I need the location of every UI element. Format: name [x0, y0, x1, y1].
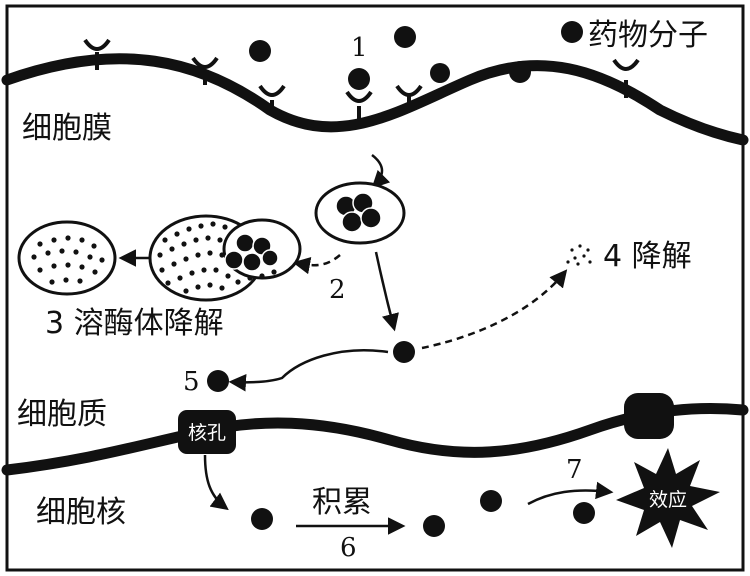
step-6-label: 6	[340, 533, 357, 563]
pore-drug	[207, 370, 229, 392]
receptor-6	[612, 58, 640, 98]
nuclear-drug	[423, 515, 445, 537]
drug-molecule	[394, 26, 416, 48]
step-7-label: 7	[566, 455, 583, 485]
effect-label: 效应	[649, 489, 687, 511]
nucleus-label: 细胞核	[36, 495, 126, 530]
nuclear-pore	[178, 410, 236, 454]
to-pore-arrow	[228, 348, 389, 392]
drug-molecule	[249, 40, 271, 62]
receptor-3	[258, 84, 286, 116]
membrane-label: 细胞膜	[22, 111, 112, 146]
pore-label: 核孔	[188, 422, 226, 444]
receptor-5	[395, 84, 423, 110]
into-nucleus-arrow	[203, 454, 229, 511]
receptor-1	[83, 38, 111, 70]
degraded-lysosome	[17, 220, 117, 296]
release-arrow	[374, 251, 399, 332]
effect-burst	[616, 448, 720, 548]
nuclear-pore-right	[624, 393, 674, 439]
lysosome-fused	[148, 214, 302, 302]
cytosol-drug	[393, 341, 415, 363]
effect-arrow	[527, 481, 614, 506]
nuclear-drug	[251, 508, 273, 530]
degraded-fragments	[566, 244, 592, 266]
endocytosis-arrow	[371, 154, 391, 189]
cell-membrane	[1, 53, 749, 146]
nuclear-drug	[573, 502, 595, 524]
receptor-4	[345, 90, 373, 122]
nuclear-drug	[480, 490, 502, 512]
drug-molecule	[509, 61, 531, 83]
step-2-label: 2	[329, 275, 346, 305]
drug-molecule-legend	[561, 21, 583, 43]
to-lysosome-arrow	[292, 254, 341, 275]
accumulate-label: 积累	[312, 485, 372, 520]
drug-molecule-bound	[348, 68, 370, 90]
drug-label: 药物分子	[588, 18, 708, 53]
cytoplasm-label: 细胞质	[17, 397, 107, 432]
endosome-vesicle	[314, 181, 406, 245]
receptor-2	[191, 56, 219, 85]
degradation-arrow	[421, 269, 568, 350]
step-1-label: 1	[351, 33, 368, 63]
degrade-label: 4 降解	[603, 239, 692, 274]
membrane-mark	[298, 119, 306, 125]
lysosome-label: 3 溶酶体降解	[45, 306, 224, 341]
step-5-label: 5	[183, 367, 200, 397]
drug-molecule	[430, 63, 450, 83]
diagram-frame	[5, 4, 745, 572]
